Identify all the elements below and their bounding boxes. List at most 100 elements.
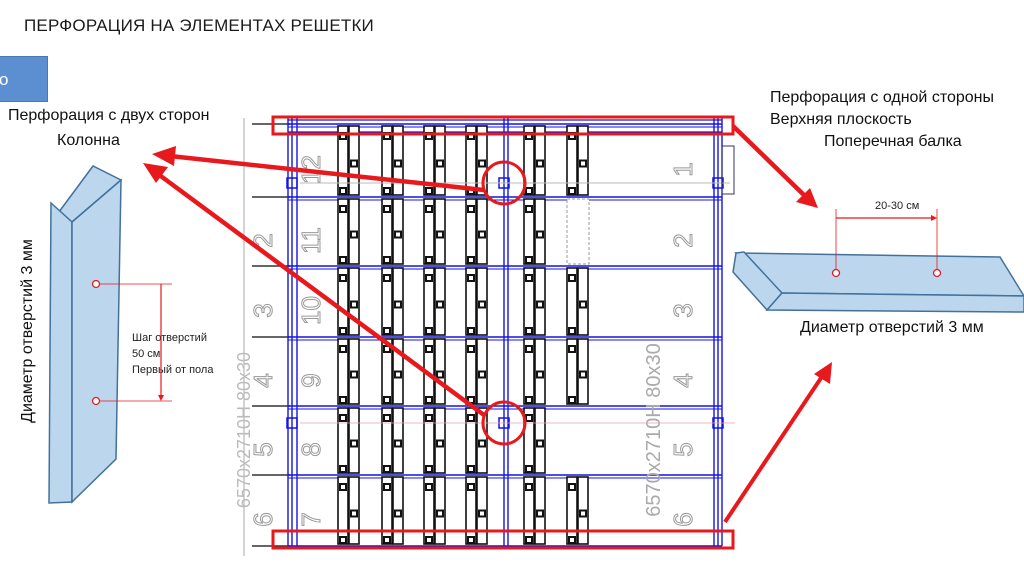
pallet-marker-inner <box>385 258 389 262</box>
arrowhead-bottom-beam <box>814 362 832 384</box>
pallet-marker-inner <box>352 511 356 516</box>
pallet-marker-inner <box>396 302 400 307</box>
spacing-arrowhead <box>931 215 937 221</box>
nav-button[interactable]: о <box>0 56 48 102</box>
pallet-marker-inner <box>385 416 389 420</box>
arrow-line-top-beam <box>731 124 807 198</box>
pallet-marker-inner <box>527 416 531 420</box>
right-heading-crossbeam: Поперечная балка <box>824 133 962 150</box>
pitch-label-3: Первый от пола <box>132 364 214 376</box>
pallet-marker-inner <box>469 258 473 262</box>
column-illustration <box>48 165 172 504</box>
pitch-label-1: Шаг отверстий <box>132 332 207 344</box>
rotated-dimension-annotation-left: 6570x2710H 80x30 <box>234 352 254 508</box>
pallet-marker-inner <box>469 416 473 420</box>
arrow-line-top-to-column <box>169 153 485 193</box>
column-highlight-top <box>481 160 527 206</box>
pallet-marker-inner <box>570 276 574 280</box>
rack-plan: 234561211109871234566570x2710H 80x306570… <box>234 115 735 556</box>
pallet-marker-inner <box>385 485 389 489</box>
pallet-marker-inner <box>385 347 389 351</box>
pallet-marker-inner <box>341 207 345 211</box>
inner-bay-number: 10 <box>296 296 326 325</box>
pitch-arrowhead <box>158 395 164 401</box>
pallet-marker-inner <box>427 416 431 420</box>
left-bay-number: 6 <box>248 512 278 526</box>
pallet-marker-inner <box>538 232 542 237</box>
rotated-dimension-annotation: 6570x2710H 80x30 <box>643 343 665 516</box>
right-bay-number: 1 <box>668 162 698 176</box>
pallet-marker-inner <box>480 511 484 516</box>
pallet-marker-inner <box>427 276 431 280</box>
column-hole-bottom <box>91 396 101 406</box>
left-heading-perforation: Перфорация с двух сторон <box>8 107 210 124</box>
pallet-marker-inner <box>570 134 574 138</box>
pallet-marker-inner <box>396 372 400 377</box>
right-detail-box <box>721 145 735 195</box>
right-bay-number: 3 <box>668 303 698 317</box>
slide-title: ПЕРФОРАЦИЯ НА ЭЛЕМЕНТАХ РЕШЕТКИ <box>24 16 374 35</box>
pallet-marker-inner <box>480 161 484 166</box>
pallet-marker-inner <box>469 189 473 193</box>
pallet-marker-inner <box>438 511 442 516</box>
pallet-marker-inner <box>527 189 531 193</box>
pallet-marker-inner <box>469 207 473 211</box>
pallet-marker-inner <box>385 189 389 193</box>
pallet-marker-inner <box>570 398 574 402</box>
pallet-marker-inner <box>341 329 345 333</box>
pallet-marker-inner <box>385 134 389 138</box>
right-heading-perforation: Перфорация с одной стороны <box>770 89 994 106</box>
pallet-marker-inner <box>438 161 442 166</box>
pallet-empty <box>566 198 590 265</box>
pallet-marker-inner <box>396 232 400 237</box>
pallet-marker-inner <box>385 207 389 211</box>
pallet-marker-inner <box>385 329 389 333</box>
pallet-marker-inner <box>527 398 531 402</box>
pallet-marker-inner <box>469 485 473 489</box>
pallet-marker-inner <box>538 511 542 516</box>
pallet-marker-inner <box>538 441 542 446</box>
pallet-marker-inner <box>341 467 345 471</box>
pallet-marker-inner <box>341 189 345 193</box>
pallet-marker-inner <box>341 485 345 489</box>
right-bay-number: 2 <box>668 233 698 247</box>
arrowhead-top-to-column <box>152 146 176 166</box>
arrowhead-top-beam <box>796 188 818 208</box>
pallet-marker-inner <box>538 302 542 307</box>
pallet-marker-inner <box>438 302 442 307</box>
pallet-marker-inner <box>427 347 431 351</box>
pallet-marker-inner <box>570 329 574 333</box>
pallet-marker-inner <box>341 398 345 402</box>
inner-bay-number: 8 <box>296 442 326 456</box>
beam-illustration <box>732 209 1024 313</box>
pallet-marker-inner <box>527 276 531 280</box>
pallet-marker-inner <box>570 189 574 193</box>
upright-connector <box>286 417 298 429</box>
beam-front-face <box>765 292 1024 313</box>
pallet-marker-inner <box>581 372 585 377</box>
inner-bay-number: 7 <box>296 512 326 526</box>
pallet-marker-inner <box>570 485 574 489</box>
pallet-marker-inner <box>341 258 345 262</box>
pallet-marker-inner <box>352 161 356 166</box>
spacing-label: 20-30 см <box>875 200 920 212</box>
beam-hole-left <box>831 268 841 278</box>
arrow-line-bottom-to-column <box>156 172 486 417</box>
pallet-marker-inner <box>527 347 531 351</box>
pallet-marker-inner <box>527 134 531 138</box>
arrow-line-bottom-beam <box>723 373 825 524</box>
pallet-marker-inner <box>341 276 345 280</box>
pallet-marker-inner <box>396 161 400 166</box>
pallet-marker-inner <box>469 276 473 280</box>
pallet-marker-inner <box>396 511 400 516</box>
top-beam-highlight <box>271 115 735 136</box>
pallet-marker-inner <box>538 161 542 166</box>
pallet-marker-inner <box>427 467 431 471</box>
pallet-marker-inner <box>438 441 442 446</box>
pallet-marker-inner <box>527 258 531 262</box>
pallet-marker-inner <box>341 347 345 351</box>
pallet-marker-inner <box>480 302 484 307</box>
pallet-marker-inner <box>570 347 574 351</box>
pallet-marker-inner <box>427 538 431 542</box>
pallet-marker-inner <box>480 232 484 237</box>
